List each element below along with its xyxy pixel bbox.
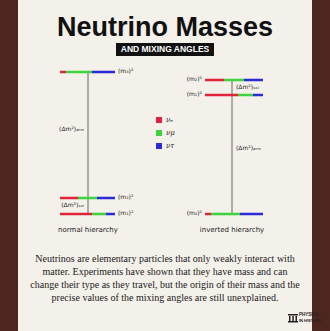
- legend-swatch: [156, 117, 162, 123]
- level-label: (m₁)²: [118, 210, 133, 217]
- logo-text: IN HISTORY: [299, 319, 322, 323]
- level-label: (Δm²)ₛₒₗ: [236, 84, 259, 91]
- legend-swatch: [156, 143, 162, 149]
- logo-text: PHYSICS: [299, 313, 319, 318]
- hierarchy-label: inverted hierarchy: [200, 227, 264, 235]
- level-label: (Δm²)ₐₜₘ: [59, 126, 84, 133]
- hierarchy-label: normal hierarchy: [58, 227, 118, 235]
- title: Neutrino Masses: [57, 12, 273, 43]
- legend-text: ντ: [166, 141, 174, 151]
- caption: Neutrinos are elementary particles that …: [28, 252, 302, 304]
- legend-swatch: [156, 130, 162, 136]
- subtitle-band: AND MIXING ANGLES: [116, 43, 214, 56]
- level-label: (m₃)²: [187, 210, 202, 217]
- level-label: (Δm²)ₛₒₗ: [61, 202, 84, 209]
- level-label: (m₁)²: [187, 91, 202, 98]
- level-label: (m₂)²: [118, 194, 133, 201]
- level-label: (m₃)²: [118, 68, 133, 75]
- legend-text: νμ: [166, 128, 175, 138]
- legend-text: νₑ: [166, 115, 173, 125]
- level-label: (Δm²)ₐₜₘ: [236, 145, 261, 152]
- subtitle-text: AND MIXING ANGLES: [121, 44, 209, 55]
- level-label: (m₂)²: [187, 76, 202, 83]
